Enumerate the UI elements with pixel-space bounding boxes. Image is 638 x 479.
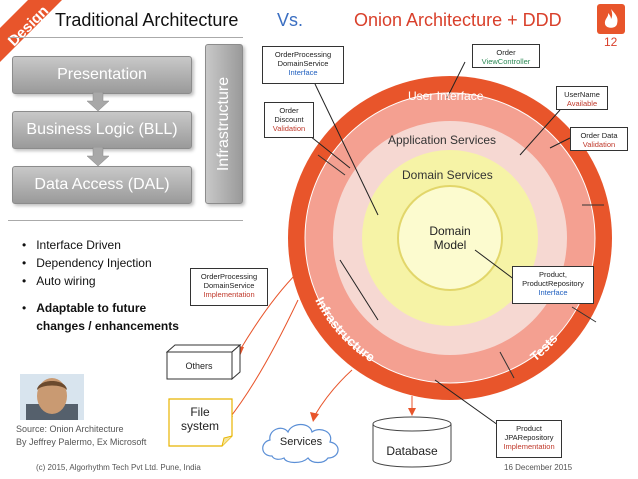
bullet-list: •Interface Driven •Dependency Injection … <box>22 236 179 335</box>
flame-logo-icon <box>597 4 625 34</box>
ring-label-application-services: Application Services <box>388 133 497 147</box>
ring-label-domain-services: Domain Services <box>402 168 493 182</box>
arrowhead-icon <box>310 412 319 422</box>
bullet-item: •Dependency Injection <box>22 256 152 270</box>
connector-line <box>519 109 561 156</box>
arrowhead-icon <box>408 408 416 416</box>
arrow-to-services <box>314 369 353 416</box>
bullet-item: •Auto wiring <box>22 274 96 288</box>
connector-line <box>474 249 516 281</box>
connector-line <box>434 379 499 426</box>
connector-line <box>549 137 571 149</box>
layer-label: Presentation <box>57 66 147 83</box>
footer-date: 16 December 2015 <box>504 463 573 472</box>
callout-product-repo-impl: Product JPARepository Implementation <box>496 420 562 458</box>
file-system-box <box>168 398 233 447</box>
bullet-item-bold: •Adaptable to future <box>22 301 147 315</box>
others-label: Others <box>185 361 213 371</box>
database-label: Database <box>386 444 438 458</box>
services-label: Services <box>279 436 323 448</box>
ring-separator <box>571 306 597 323</box>
infrastructure-column: Infrastructure <box>205 44 243 204</box>
right-title: Onion Architecture + DDD <box>354 10 562 30</box>
callout-order-processing-interface: OrderProcessing DomainService Interface <box>262 46 344 84</box>
copyright: (c) 2015, Algorhythm Tech Pvt Ltd. Pune,… <box>36 463 201 472</box>
services-cloud-icon <box>262 423 339 464</box>
bullet-item: •Interface Driven <box>22 238 121 252</box>
top-divider <box>8 37 243 38</box>
layer-business-logic: Business Logic (BLL) <box>12 111 192 149</box>
database-cylinder-icon <box>372 416 452 468</box>
connector-line <box>446 61 466 99</box>
design-badge: Design <box>0 0 62 62</box>
connector-line <box>314 83 379 216</box>
slide-number: 12 <box>604 35 618 49</box>
callout-product-repo-interface: Product, ProductRepository Interface <box>512 266 594 304</box>
arrow-to-filesystem <box>227 299 299 421</box>
callout-order-discount: Order Discount Validation <box>264 102 314 138</box>
domain-model-label: Domain Model <box>429 224 471 252</box>
layer-label: Business Logic (BLL) <box>26 121 178 138</box>
connector-line <box>309 135 351 169</box>
author-photo <box>20 374 84 420</box>
callout-order-processing-impl: OrderProcessing DomainService Implementa… <box>190 268 268 306</box>
bullet-item-bold-continued: •changes / enhancements <box>36 319 179 333</box>
file-system-label: File system <box>180 405 219 433</box>
others-box <box>166 344 242 380</box>
connector-line <box>339 259 379 321</box>
source-line-2: By Jeffrey Palermo, Ex Microsoft <box>16 437 147 447</box>
callout-username: UserName Available <box>556 86 608 110</box>
bottom-divider <box>8 220 243 221</box>
layer-label: Data Access (DAL) <box>34 176 170 193</box>
source-line-1: Source: Onion Architecture <box>16 424 124 434</box>
callout-order-data: Order Data Validation <box>570 127 628 151</box>
ring-label-user-interface: User Interface <box>408 89 484 103</box>
ring-separator <box>317 154 346 176</box>
vs-label: Vs. <box>277 10 304 30</box>
domain-model-core <box>397 185 503 291</box>
arrow-to-others <box>239 271 299 351</box>
down-arrow-icon <box>86 92 110 112</box>
callout-order-controller: Order ViewController <box>472 44 540 68</box>
left-title: Traditional Architecture <box>55 10 239 30</box>
layer-data-access: Data Access (DAL) <box>12 166 192 204</box>
down-arrow-icon <box>86 147 110 167</box>
ring-separator <box>499 351 515 379</box>
